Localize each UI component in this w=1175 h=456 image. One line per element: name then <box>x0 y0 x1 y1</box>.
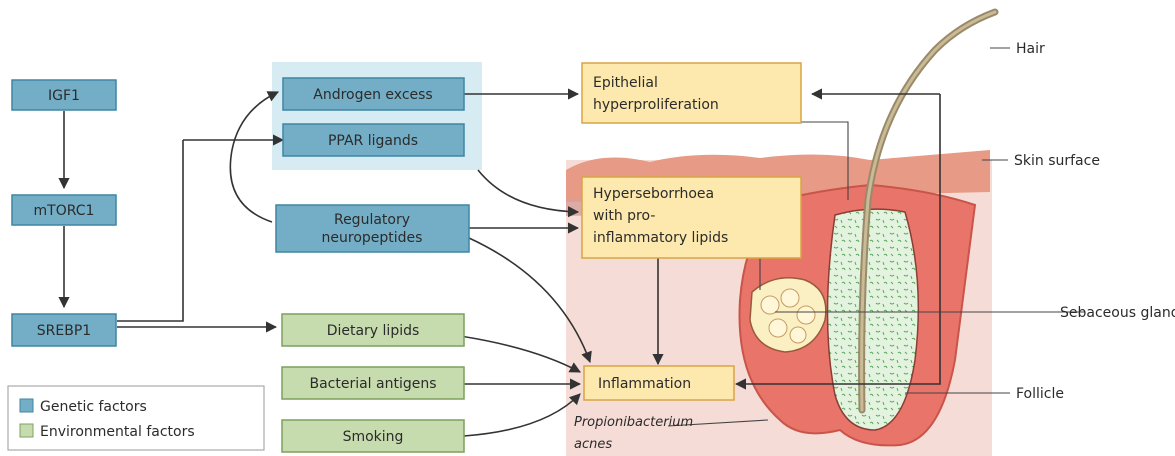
sebaceous-gland-label: Sebaceous gland <box>1060 305 1175 321</box>
srebp1-node: SREBP1 <box>12 314 116 346</box>
skin-surface-label: Skin surface <box>1014 153 1100 169</box>
smoking-node: Smoking <box>282 420 464 452</box>
acnes-label: acnes <box>574 437 612 452</box>
hyperseborrhoea-node: Hyperseborrhoea with pro- inflammatory l… <box>582 177 801 258</box>
regulatory-neuropeptides-node: Regulatory neuropeptides <box>276 205 469 252</box>
svg-text:Androgen excess: Androgen excess <box>313 87 432 103</box>
dietary-lipids-node: Dietary lipids <box>282 314 464 346</box>
svg-text:Regulatory: Regulatory <box>334 212 410 228</box>
propionibacterium-label: Propionibacterium <box>574 415 693 430</box>
legend-environmental-swatch <box>20 424 33 437</box>
svg-text:SREBP1: SREBP1 <box>37 323 91 339</box>
legend-genetic-label: Genetic factors <box>40 399 147 415</box>
inflammation-node: Inflammation <box>584 366 734 400</box>
follicle-inner <box>828 209 919 430</box>
legend-genetic-swatch <box>20 399 33 412</box>
svg-text:IGF1: IGF1 <box>48 88 80 104</box>
epithelial-hyperproliferation-node: Epithelial hyperproliferation <box>582 63 801 123</box>
svg-text:Epithelial: Epithelial <box>593 75 658 91</box>
svg-text:Bacterial antigens: Bacterial antigens <box>309 376 436 392</box>
bacterial-antigens-node: Bacterial antigens <box>282 367 464 399</box>
svg-text:mTORC1: mTORC1 <box>34 203 95 219</box>
svg-text:Inflammation: Inflammation <box>598 376 691 392</box>
androgen-excess-node: Androgen excess <box>283 78 464 110</box>
svg-text:with pro-: with pro- <box>593 208 655 224</box>
svg-text:hyperproliferation: hyperproliferation <box>593 97 719 113</box>
legend-environmental-label: Environmental factors <box>40 424 195 440</box>
svg-text:inflammatory lipids: inflammatory lipids <box>593 230 728 246</box>
follicle-label: Follicle <box>1016 386 1064 402</box>
svg-text:Dietary lipids: Dietary lipids <box>327 323 420 339</box>
hair-label: Hair <box>1016 41 1045 57</box>
svg-text:Smoking: Smoking <box>343 429 404 445</box>
ppar-ligands-node: PPAR ligands <box>283 124 464 156</box>
legend: Genetic factors Environmental factors <box>8 386 264 450</box>
svg-text:PPAR ligands: PPAR ligands <box>328 133 418 149</box>
mtorc1-node: mTORC1 <box>12 195 116 225</box>
svg-text:neuropeptides: neuropeptides <box>322 230 423 246</box>
svg-text:Hyperseborrhoea: Hyperseborrhoea <box>593 186 714 202</box>
igf1-node: IGF1 <box>12 80 116 110</box>
